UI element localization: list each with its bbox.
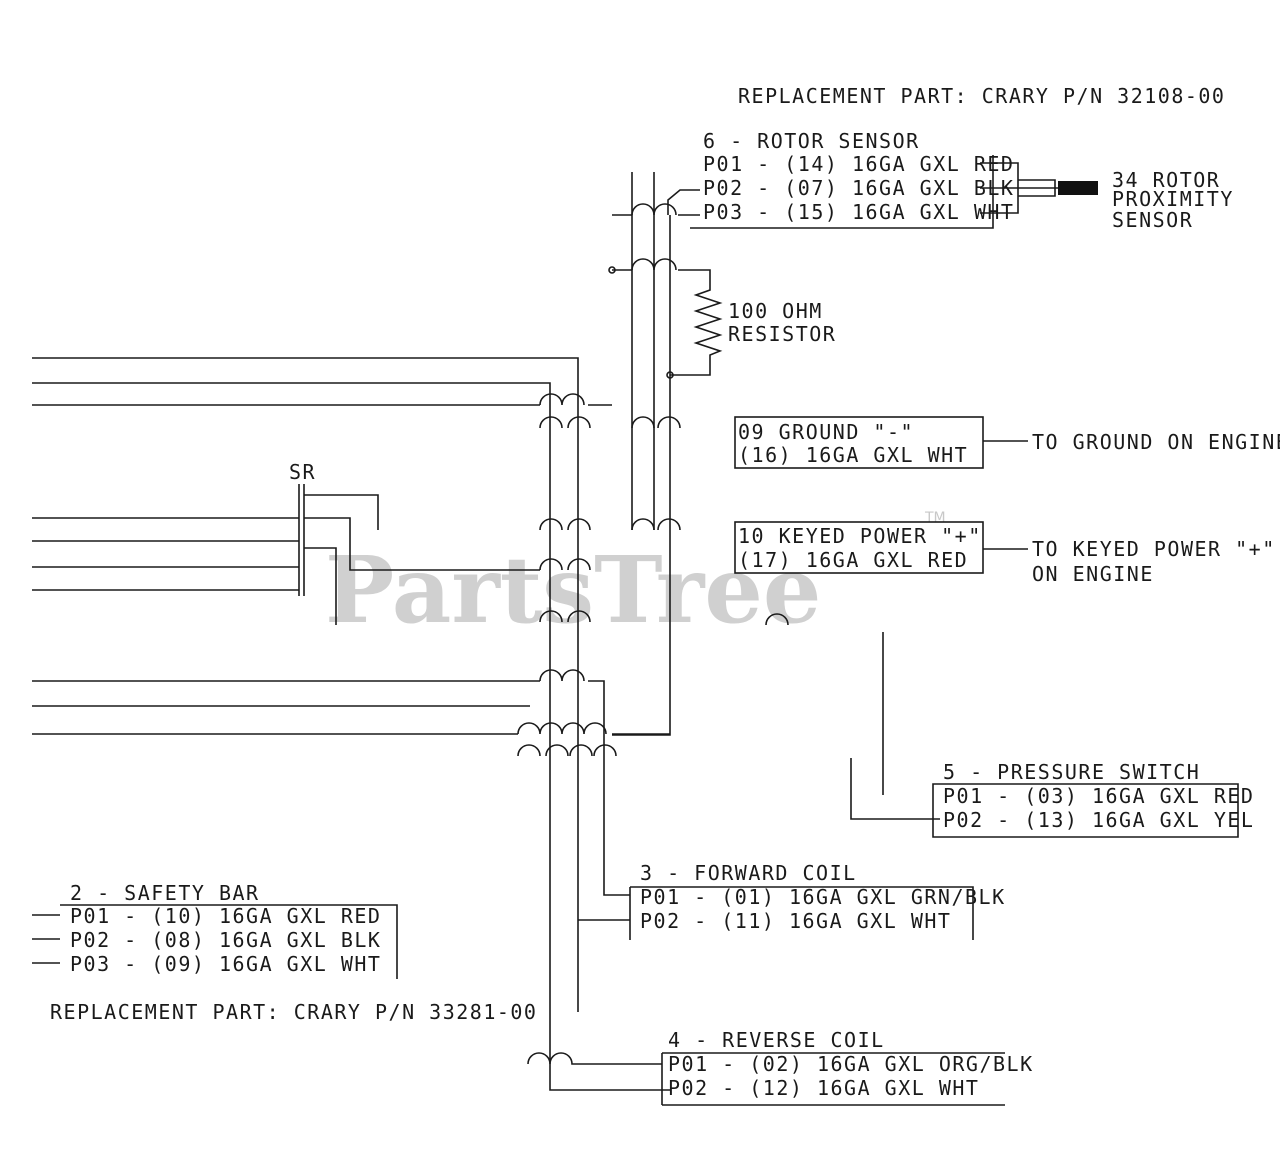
resistor-100-ohm: 100 OHM RESISTOR <box>608 258 836 379</box>
safety-bar-row-2: P02 - (08) 16GA GXL BLK <box>70 928 381 952</box>
keyed-power-row-1: 10 KEYED POWER "+" <box>738 524 982 548</box>
pressure-switch-title: 5 - PRESSURE SWITCH <box>943 760 1200 784</box>
forward-coil-row-1: P01 - (01) 16GA GXL GRN/BLK <box>640 885 1006 909</box>
reverse-coil-connector: 4 - REVERSE COIL P01 - (02) 16GA GXL ORG… <box>527 1028 1034 1106</box>
crossover-lower-2 <box>517 722 607 735</box>
forward-coil-title: 3 - FORWARD COIL <box>640 861 857 885</box>
keyed-power-box <box>734 521 984 574</box>
proximity-label-3: SENSOR <box>1112 208 1193 232</box>
ground-box <box>734 416 984 469</box>
rotor-sensor-box <box>690 155 994 229</box>
sr-relay: SR <box>32 460 540 625</box>
safety-bar-row-3: P03 - (09) 16GA GXL WHT <box>70 952 381 976</box>
replacement-part-bottom: REPLACEMENT PART: CRARY P/N 33281-00 <box>50 1000 537 1024</box>
pressure-switch-row-2: P02 - (13) 16GA GXL YEL <box>943 808 1254 832</box>
reverse-coil-row-2: P02 - (12) 16GA GXL WHT <box>668 1076 979 1100</box>
watermark: PartsTree TM <box>325 510 946 644</box>
rotor-sensor-connector: 6 - ROTOR SENSOR P01 - (14) 16GA GXL RED… <box>690 129 1098 229</box>
keyed-power-row-2: (17) 16GA GXL RED <box>738 548 968 572</box>
resistor-label-2: RESISTOR <box>728 322 836 346</box>
rotor-sensor-lead <box>1018 179 1058 197</box>
rotor-sensor-title: 6 - ROTOR SENSOR <box>703 129 920 153</box>
crossover-lower-1 <box>539 669 585 682</box>
wire-lower-1 <box>32 680 630 896</box>
rotor-sensor-row-3: P03 - (15) 16GA GXL WHT <box>703 200 1014 224</box>
wire-left-2 <box>32 382 670 1091</box>
pressure-switch-connector: 5 - PRESSURE SWITCH P01 - (03) 16GA GXL … <box>932 760 1254 838</box>
wire-p02-rotor <box>667 189 700 215</box>
ground-row-1: 09 GROUND "-" <box>738 420 914 444</box>
rotor-sensor-row-2: P02 - (07) 16GA GXL BLK <box>703 176 1014 200</box>
forward-coil-row-2: P02 - (11) 16GA GXL WHT <box>640 909 951 933</box>
crossover-wire-3 <box>539 393 585 406</box>
keyed-power-target-1: TO KEYED POWER "+" <box>1032 537 1276 561</box>
crossover-row-1 <box>539 416 681 429</box>
forward-coil-connector: 3 - FORWARD COIL P01 - (01) 16GA GXL GRN… <box>629 861 1006 940</box>
rotor-sensor-row-1: P01 - (14) 16GA GXL RED <box>703 152 1014 176</box>
safety-bar-row-1: P01 - (10) 16GA GXL RED <box>70 904 381 928</box>
watermark-text: PartsTree <box>325 536 821 644</box>
reverse-coil-title: 4 - REVERSE COIL <box>668 1028 885 1052</box>
wire-left-1 <box>32 357 579 1012</box>
proximity-label-2: PROXIMITY <box>1112 187 1234 211</box>
safety-bar-title: 2 - SAFETY BAR <box>70 881 260 905</box>
resistor-label-1: 100 OHM <box>728 299 823 323</box>
ground-row-2: (16) 16GA GXL WHT <box>738 443 968 467</box>
proximity-sensor-icon <box>1058 181 1098 195</box>
proximity-sensor-label: 34 ROTOR PROXIMITY SENSOR <box>1112 168 1234 232</box>
reverse-coil-row-1: P01 - (02) 16GA GXL ORG/BLK <box>668 1052 1034 1076</box>
sr-label: SR <box>289 460 316 484</box>
safety-bar-connector: 2 - SAFETY BAR P01 - (10) 16GA GXL RED P… <box>32 881 398 979</box>
pressure-wire-2 <box>850 758 940 820</box>
crossover-row-3 <box>539 558 591 571</box>
keyed-power-target-2: ON ENGINE <box>1032 562 1154 586</box>
ground-connector: 09 GROUND "-" (16) 16GA GXL WHT TO GROUN… <box>734 416 1280 469</box>
ground-target: TO GROUND ON ENGINE <box>1032 430 1280 454</box>
crossover-row-4 <box>539 610 789 626</box>
replacement-part-top: REPLACEMENT PART: CRARY P/N 32108-00 <box>738 84 1225 108</box>
keyed-power-connector: 10 KEYED POWER "+" (17) 16GA GXL RED TO … <box>734 521 1276 586</box>
crossover-row-2 <box>539 518 681 531</box>
proximity-label-1: 34 ROTOR <box>1112 168 1220 192</box>
crossover-lower-3 <box>517 744 617 757</box>
pressure-switch-row-1: P01 - (03) 16GA GXL RED <box>943 784 1254 808</box>
bus-vertical-3 <box>612 215 671 736</box>
